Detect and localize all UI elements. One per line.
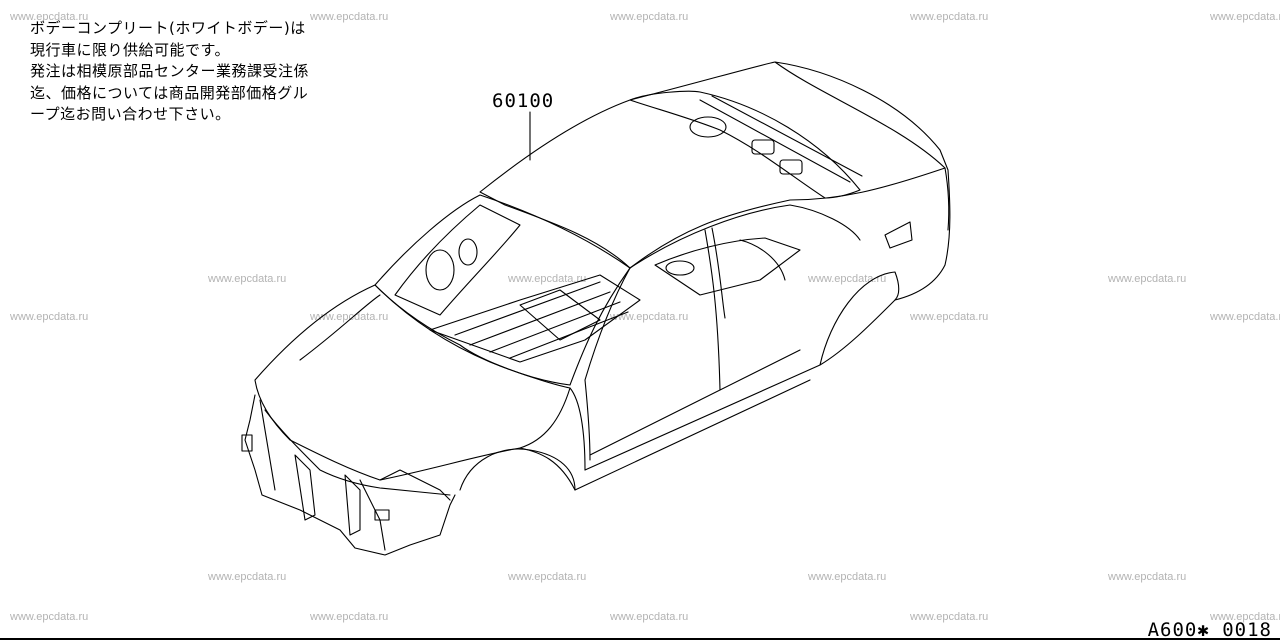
front-side-member-left	[259, 399, 276, 491]
strut-housing	[344, 474, 361, 536]
rocker-line	[589, 349, 801, 456]
watermark: www.epcdata.ru	[10, 611, 89, 623]
a-pillar	[584, 267, 631, 381]
part-number-callout[interactable]: 60100	[492, 90, 555, 112]
watermark: www.epcdata.ru	[1210, 311, 1280, 323]
rear-seat-floor	[654, 237, 801, 296]
side-sill	[584, 299, 896, 471]
dash-hole	[458, 238, 478, 266]
watermark: www.epcdata.ru	[1210, 611, 1280, 623]
hood-panel	[254, 284, 571, 481]
note-line: 迄、価格については商品開発部価格グル	[30, 83, 309, 102]
watermark: www.epcdata.ru	[808, 273, 887, 285]
watermark: www.epcdata.ru	[910, 11, 989, 23]
watermark: www.epcdata.ru	[10, 11, 89, 23]
note-line: 現行車に限り供給可能です。	[30, 40, 231, 59]
watermark: www.epcdata.ru	[1108, 571, 1187, 583]
rear-corner	[944, 167, 950, 231]
watermark: www.epcdata.ru	[910, 611, 989, 623]
watermark: www.epcdata.ru	[508, 273, 587, 285]
rear-wheel-arch	[819, 271, 900, 366]
dash-hole	[425, 249, 455, 291]
floor-rib	[454, 281, 629, 359]
roof-panel	[479, 61, 946, 269]
b-pillar	[704, 229, 721, 391]
watermark: www.epcdata.ru	[910, 311, 989, 323]
watermark: www.epcdata.ru	[610, 311, 689, 323]
watermark: www.epcdata.ru	[310, 11, 389, 23]
rear-shelf-hole	[689, 116, 727, 138]
note-line: ープ迄お問い合わせ下さい。	[30, 105, 231, 123]
rear-deck	[774, 61, 951, 301]
watermark: www.epcdata.ru	[1210, 11, 1280, 23]
ordering-note: ボデーコンプリート(ホワイトボデー)は 現行車に限り供給可能です。 発注は相模原…	[30, 18, 360, 126]
watermark: www.epcdata.ru	[310, 311, 389, 323]
front-cross-member	[264, 409, 451, 496]
note-line: ボデーコンプリート(ホワイトボデー)は	[30, 19, 306, 37]
front-fender	[519, 387, 586, 491]
rear-shelf-bracket	[779, 159, 803, 175]
watermark: www.epcdata.ru	[208, 273, 287, 285]
front-wheel-arch	[459, 448, 576, 491]
front-bracket	[374, 509, 390, 521]
watermark: www.epcdata.ru	[508, 571, 587, 583]
bottom-rule	[0, 638, 1280, 640]
front-side-member-right	[359, 479, 386, 551]
watermark: www.epcdata.ru	[610, 611, 689, 623]
note-line: 発注は相模原部品センター業務課受注係	[30, 62, 310, 80]
rear-floor-hole	[665, 260, 695, 276]
watermark: www.epcdata.ru	[10, 311, 89, 323]
rear-wheelhouse-inner	[739, 239, 786, 281]
rear-window-opening	[629, 90, 861, 199]
watermark: www.epcdata.ru	[610, 11, 689, 23]
watermark: www.epcdata.ru	[808, 571, 887, 583]
watermark: www.epcdata.ru	[310, 611, 389, 623]
rear-shelf-bracket	[751, 139, 775, 155]
radiator-support	[244, 394, 456, 556]
front-bracket	[241, 434, 253, 452]
door-opening-upper	[629, 204, 861, 269]
watermark: www.epcdata.ru	[208, 571, 287, 583]
windshield-opening	[374, 194, 631, 386]
strut-housing	[294, 454, 316, 521]
dash-panel	[394, 204, 521, 316]
diagram-code: A600✱ 0018	[1147, 619, 1272, 641]
rear-lamp-opening	[884, 221, 913, 249]
floor-pan	[429, 274, 641, 363]
side-sill-lower	[574, 379, 811, 491]
center-tunnel	[519, 289, 601, 341]
hood-crease	[299, 294, 381, 361]
front-apron	[379, 469, 451, 501]
door-line-front	[584, 379, 591, 461]
b-pillar-inner	[711, 227, 726, 319]
watermark: www.epcdata.ru	[1108, 273, 1187, 285]
rear-shelf-rib	[699, 95, 863, 183]
